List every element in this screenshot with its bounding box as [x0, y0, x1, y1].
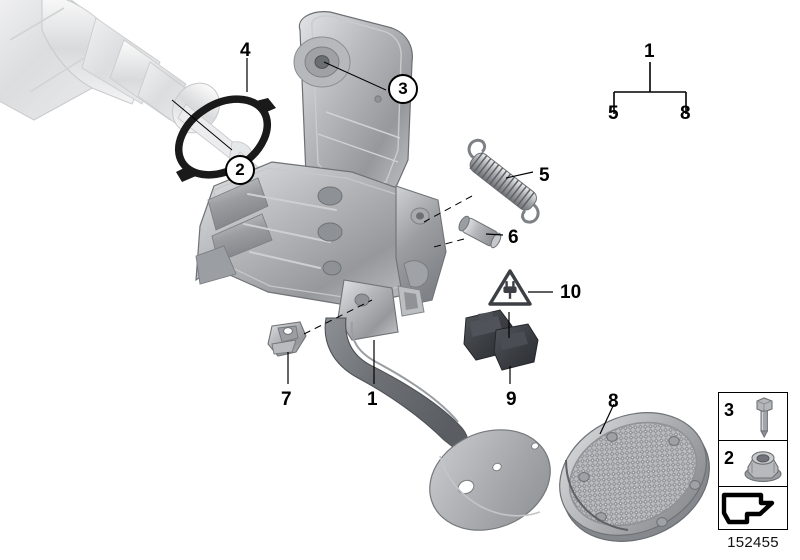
callout-1: 1	[367, 389, 378, 410]
callout-4: 4	[240, 40, 251, 61]
electrical-plug-warning-icon	[488, 269, 532, 306]
pedal-bracket-part	[195, 11, 447, 341]
hex-bolt-icon	[756, 397, 773, 439]
legend-nut-number: 2	[724, 448, 735, 468]
legend-bolt-number: 3	[724, 400, 735, 420]
brake-booster-part	[0, 0, 263, 183]
pedal-arm-part	[324, 317, 551, 531]
legend-row-nut: 2	[719, 441, 787, 487]
assembly-parent-number: 1	[644, 41, 655, 62]
callout-6: 6	[508, 227, 519, 248]
callout-2: 2	[225, 155, 255, 185]
callout-5: 5	[539, 165, 550, 186]
bushing-pin-part	[458, 215, 502, 249]
assembly-child-right-number: 8	[680, 103, 691, 124]
callout-8: 8	[608, 391, 619, 412]
pedal-pad-rubber-part	[559, 412, 710, 542]
return-spring-part	[467, 138, 540, 224]
assembly-child-left-number: 5	[608, 103, 619, 124]
bent-arrow-icon	[721, 492, 775, 525]
callout-10: 10	[560, 282, 582, 303]
callout-7: 7	[281, 389, 292, 410]
brake-light-switch-part	[463, 309, 539, 371]
retaining-clip-part	[267, 321, 307, 357]
legend-row-bolt: 3	[719, 393, 787, 441]
leader-lines	[171, 58, 615, 435]
legend-row-arrow	[719, 487, 787, 529]
callout-3: 3	[388, 74, 418, 104]
hardware-legend: 3 2	[718, 392, 788, 530]
assembly-bracket-lines	[613, 62, 687, 114]
callout-9: 9	[506, 389, 517, 410]
flange-nut-icon	[744, 451, 782, 482]
diagram-id-number: 152455	[727, 534, 779, 551]
